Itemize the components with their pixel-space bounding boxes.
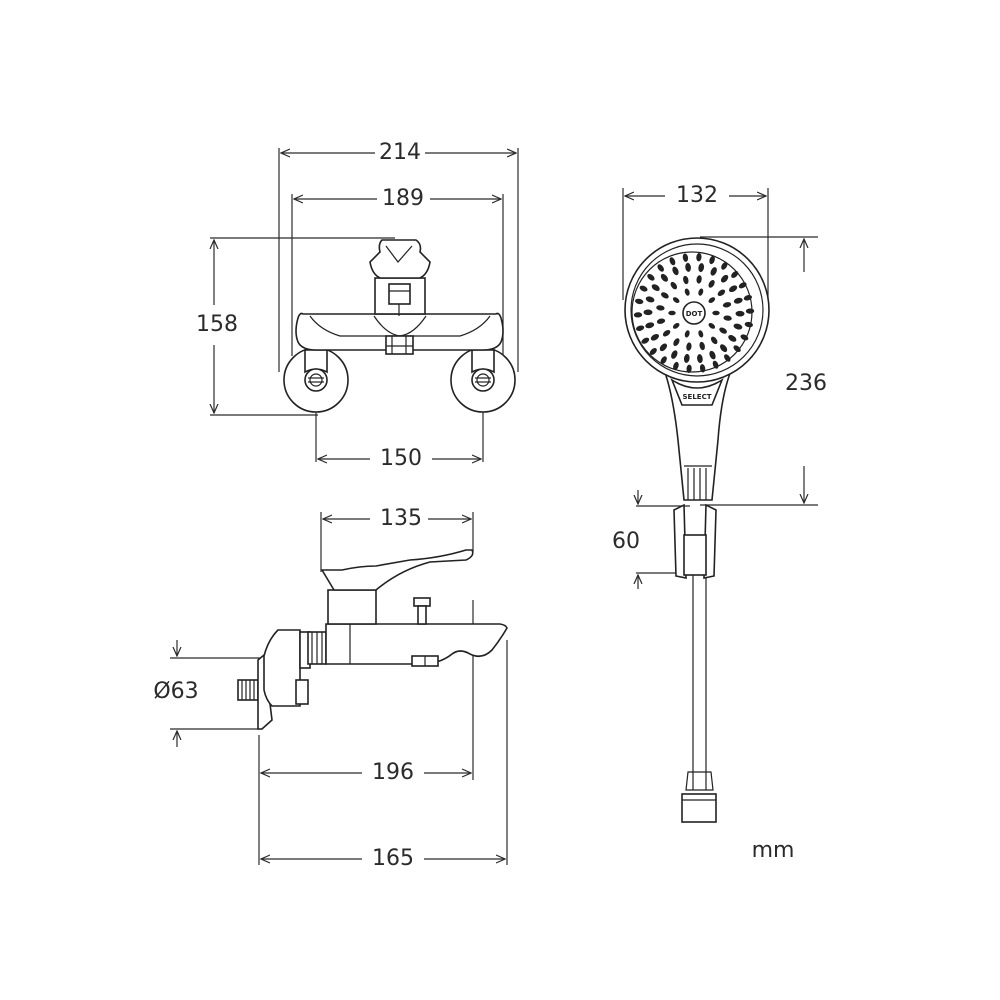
- nozzle: [660, 273, 669, 282]
- nozzle: [698, 288, 704, 296]
- dim-189-label: 189: [382, 186, 424, 211]
- nozzle: [698, 330, 704, 338]
- dim-132-label: 132: [676, 183, 718, 208]
- nozzle: [651, 284, 660, 292]
- front-view: 214 189 158 150: [196, 140, 519, 471]
- nozzle: [685, 262, 691, 272]
- nozzle: [708, 297, 716, 303]
- nozzle: [712, 310, 720, 316]
- dim-236-label: 236: [785, 371, 827, 396]
- nozzle: [672, 297, 680, 303]
- nozzle: [724, 354, 731, 362]
- nozzle: [745, 308, 755, 314]
- nozzle: [668, 310, 676, 316]
- nozzle: [635, 298, 644, 305]
- nozzle: [672, 323, 680, 329]
- nozzle: [669, 257, 676, 266]
- nozzle: [722, 302, 732, 308]
- nozzle: [671, 350, 678, 359]
- nozzle: [729, 285, 738, 293]
- nozzle: [683, 353, 690, 363]
- nozzle: [708, 280, 715, 288]
- mixer-front-drawing: [283, 239, 516, 413]
- nozzle: [643, 309, 653, 316]
- nozzle: [673, 361, 679, 371]
- nozzle: [635, 325, 645, 331]
- nozzle: [738, 282, 747, 289]
- dim-165-label: 165: [372, 846, 414, 871]
- nozzle: [672, 266, 679, 276]
- nozzle: [708, 323, 716, 329]
- dim-150-label: 150: [380, 446, 422, 471]
- hand-shower-drawing: SELECT DOT: [624, 237, 770, 823]
- nozzle: [719, 327, 727, 334]
- nozzle: [697, 354, 703, 364]
- nozzle: [670, 281, 678, 290]
- dim-60-label: 60: [612, 529, 640, 554]
- center-mark-label: DOT: [686, 310, 703, 318]
- nozzle: [719, 344, 728, 353]
- nozzle: [733, 323, 743, 330]
- nozzle-pattern: [633, 253, 755, 373]
- nozzle: [710, 336, 718, 345]
- dim-158-label: 158: [196, 312, 238, 337]
- dim-196-label: 196: [372, 760, 414, 785]
- nozzle: [650, 333, 659, 341]
- nozzle: [673, 338, 680, 346]
- nozzle: [721, 262, 728, 270]
- nozzle: [660, 356, 667, 364]
- nozzle: [735, 310, 745, 317]
- nozzle: [656, 305, 665, 311]
- nozzle: [720, 274, 729, 283]
- nozzle: [686, 364, 692, 373]
- nozzle: [659, 343, 668, 352]
- nozzle: [657, 264, 664, 272]
- side-view: 135 Ø63 196 165: [153, 506, 508, 871]
- nozzle: [709, 255, 715, 265]
- nozzle: [649, 348, 657, 355]
- nozzle: [662, 329, 671, 337]
- nozzle: [717, 289, 726, 297]
- nozzle: [656, 318, 666, 324]
- nozzle: [696, 275, 702, 284]
- nozzle: [723, 315, 732, 321]
- select-button-label: SELECT: [683, 393, 712, 401]
- nozzle: [744, 321, 753, 328]
- nozzle: [699, 364, 706, 373]
- nozzle: [647, 273, 655, 281]
- nozzle: [699, 341, 705, 351]
- mixer-side-drawing: [237, 549, 508, 730]
- nozzle: [712, 360, 719, 369]
- nozzle: [733, 345, 741, 353]
- dim-135-label: 135: [380, 506, 422, 531]
- nozzle: [710, 267, 717, 276]
- hand-shower-view: 132 236 60: [612, 183, 827, 823]
- nozzle: [728, 334, 737, 342]
- dim-214-label: 214: [379, 140, 421, 165]
- unit-label: mm: [752, 838, 795, 863]
- nozzle: [683, 275, 689, 285]
- nozzle: [682, 253, 689, 262]
- nozzle: [743, 295, 753, 301]
- nozzle: [686, 342, 692, 351]
- nozzle: [661, 292, 669, 299]
- nozzle: [709, 350, 716, 360]
- nozzle: [641, 337, 650, 344]
- nozzle: [645, 322, 655, 329]
- dim-63-label: Ø63: [153, 679, 198, 704]
- nozzle: [698, 263, 705, 273]
- nozzle: [645, 296, 655, 303]
- nozzle: [696, 253, 702, 262]
- nozzle: [684, 330, 690, 338]
- nozzle: [733, 297, 743, 304]
- nozzle: [731, 271, 739, 278]
- nozzle: [633, 312, 643, 318]
- nozzle: [684, 288, 690, 296]
- nozzle: [740, 334, 749, 341]
- nozzle: [639, 285, 648, 292]
